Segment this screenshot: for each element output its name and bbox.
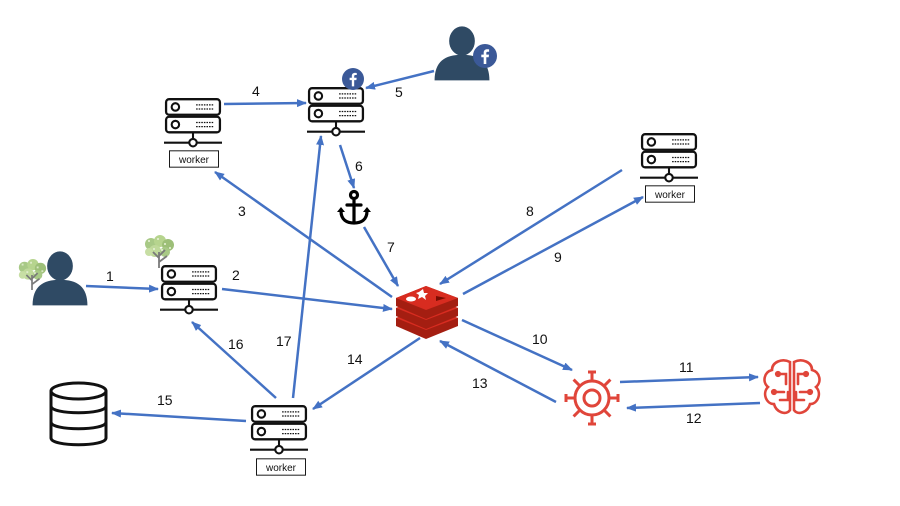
- brain-node: [763, 359, 821, 415]
- user-facebook-node: [434, 26, 497, 81]
- edge-label-8: 8: [526, 203, 534, 219]
- edges: [85, 69, 761, 423]
- edge-label-17: 17: [276, 333, 292, 349]
- facebook-server-node: [307, 68, 365, 137]
- anchor-flukes: [337, 207, 371, 212]
- edge-9: [462, 195, 644, 296]
- server-icon: [164, 98, 222, 148]
- redis-icon: [396, 286, 458, 339]
- brain-icon: [763, 359, 821, 415]
- edge-label-15: 15: [157, 392, 173, 408]
- edge-label-14: 14: [347, 351, 363, 367]
- edge-label-12: 12: [686, 410, 702, 426]
- gear-node: [564, 370, 620, 426]
- server-icon: [307, 87, 365, 137]
- edge-4: [223, 99, 307, 108]
- server-icon: [250, 405, 308, 455]
- edge-17: [291, 135, 325, 399]
- gear-icon: [564, 370, 620, 426]
- edge-2: [221, 287, 393, 312]
- edge-12: [626, 401, 761, 412]
- worker-label: worker: [178, 155, 210, 166]
- edge-5: [365, 69, 435, 90]
- worker-label: worker: [654, 190, 686, 201]
- edge-8: [439, 168, 623, 286]
- server-icon: [160, 265, 218, 315]
- edge-10: [461, 318, 573, 372]
- edge-label-3: 3: [238, 203, 246, 219]
- edge-label-1: 1: [106, 268, 114, 284]
- user-webhook-node: [17, 251, 88, 306]
- edge-label-16: 16: [228, 336, 244, 352]
- edge-label-11: 11: [679, 359, 694, 375]
- tree-icon: [144, 234, 175, 268]
- edge-16: [191, 321, 277, 399]
- edge-15: [111, 409, 247, 423]
- edge-label-10: 10: [532, 331, 548, 347]
- edge-label-13: 13: [472, 375, 488, 391]
- webhook-server-node: [144, 234, 218, 315]
- edge-6: [338, 144, 356, 189]
- edge-labels: 1 2 3 4 5 6 7 8 9 10 11 12 13 14 15 16 1…: [106, 83, 702, 426]
- worker-label: worker: [265, 463, 297, 474]
- edge-label-7: 7: [387, 239, 395, 255]
- edge-1: [85, 284, 159, 293]
- edge-7: [362, 226, 400, 287]
- edge-13: [439, 339, 557, 404]
- edge-label-9: 9: [554, 249, 562, 265]
- edge-label-6: 6: [355, 158, 363, 174]
- worker-server-top-left: worker: [164, 98, 222, 168]
- database-node: [49, 381, 108, 447]
- facebook-icon: [473, 44, 497, 68]
- worker-server-bottom: worker: [250, 405, 308, 476]
- edge-label-5: 5: [395, 84, 403, 100]
- edge-3: [214, 170, 393, 299]
- edge-14: [312, 336, 421, 411]
- edge-11: [619, 373, 759, 384]
- server-icon: [640, 133, 698, 183]
- anchor-icon: [339, 189, 369, 225]
- redis-node: [396, 286, 458, 339]
- edge-label-4: 4: [252, 83, 260, 99]
- anchor-node: [337, 189, 371, 225]
- edge-label-2: 2: [232, 267, 240, 283]
- facebook-icon: [342, 68, 364, 90]
- worker-server-right: worker: [640, 133, 698, 203]
- database-icon: [49, 381, 108, 447]
